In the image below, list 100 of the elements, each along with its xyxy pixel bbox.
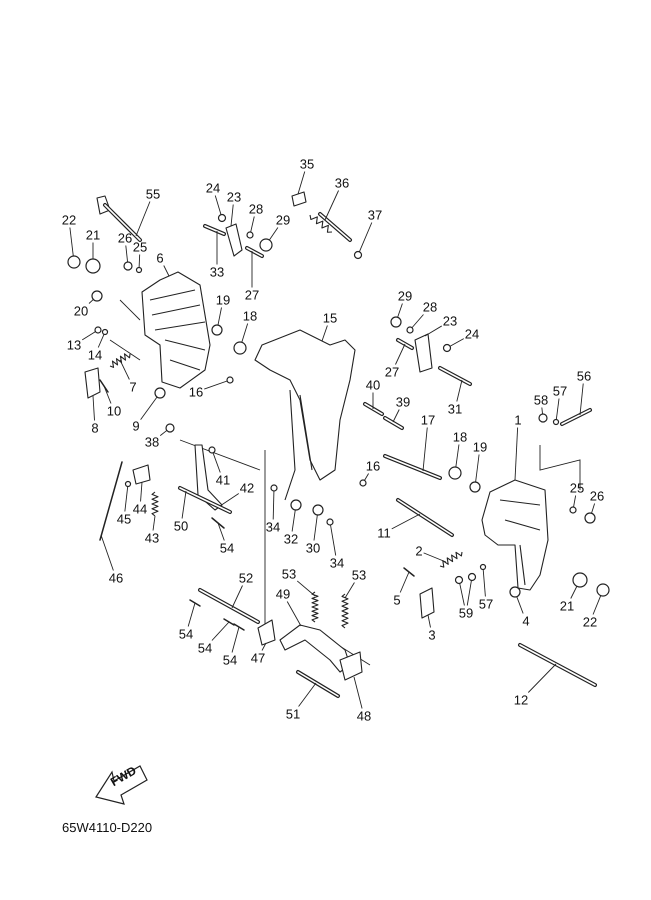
leader-line (412, 314, 424, 328)
callout-number: 46 (108, 572, 124, 584)
swivel-bracket (254, 329, 356, 501)
pin (203, 224, 226, 236)
plate (257, 619, 276, 646)
washer (136, 266, 142, 274)
callout-number: 21 (560, 600, 574, 612)
leader-line (400, 572, 410, 593)
leader-line (482, 569, 486, 597)
nut (123, 261, 133, 271)
nut (572, 572, 588, 588)
spring (440, 552, 463, 568)
leader-line (220, 493, 240, 506)
callout-number: 26 (118, 232, 132, 244)
callout-number: 51 (286, 708, 300, 720)
bushing (312, 504, 324, 516)
pin (178, 486, 232, 514)
leader-line (570, 586, 578, 599)
knob (259, 238, 273, 252)
callout-number: 57 (552, 384, 568, 398)
leader-line (450, 338, 464, 347)
callout-number: 55 (146, 188, 160, 200)
callout-number: 11 (377, 526, 391, 540)
callout-number: 24 (464, 328, 480, 340)
callout-number: 5 (393, 594, 401, 606)
callout-number: 6 (156, 252, 164, 264)
leader-line (514, 427, 518, 480)
callout-number: 2 (415, 544, 423, 558)
callout-number: 25 (132, 240, 148, 254)
bolt (518, 643, 597, 687)
leader-line (268, 227, 278, 240)
leader-line (397, 303, 403, 318)
pin (189, 599, 201, 607)
link-plate (225, 223, 243, 257)
leader-line (204, 380, 228, 390)
callout-number: 39 (396, 396, 410, 408)
leader-line (214, 195, 222, 216)
knob (390, 316, 402, 328)
washer (102, 328, 108, 336)
callout-number: 14 (88, 348, 102, 362)
pin (363, 402, 384, 416)
washer (211, 324, 223, 336)
leader-line (125, 245, 128, 262)
leader-line (423, 552, 446, 562)
callout-number: 19 (216, 294, 230, 306)
callout-number: 13 (66, 338, 82, 352)
leader-line (592, 595, 602, 615)
callout-number: 56 (576, 370, 592, 382)
pin (438, 366, 472, 386)
leader-line (392, 409, 400, 422)
block (291, 191, 307, 207)
leader-line (218, 307, 222, 326)
callout-number: 7 (129, 380, 137, 394)
link-plate (414, 333, 433, 373)
callout-number: 17 (420, 414, 436, 426)
washer (552, 418, 560, 426)
washer (538, 413, 548, 423)
pin (245, 246, 264, 258)
collar (596, 583, 610, 597)
leader-line (528, 664, 556, 693)
shaft (383, 454, 442, 480)
bracket (141, 271, 211, 389)
leader-line (516, 596, 524, 614)
callout-number: 36 (334, 176, 350, 190)
leader-line (344, 582, 355, 598)
washer (442, 344, 452, 352)
callout-number: 20 (74, 304, 88, 318)
bolt (560, 408, 592, 426)
callout-number: 24 (206, 182, 220, 194)
leader-line (298, 682, 316, 707)
bolt (359, 479, 367, 487)
leader-line (395, 344, 406, 365)
nut (94, 326, 102, 334)
leader-line (296, 580, 316, 596)
leader-line (324, 190, 339, 220)
callout-number: 23 (442, 314, 458, 328)
callout-number: 19 (472, 440, 488, 454)
callout-number: 34 (266, 520, 280, 534)
callout-number: 41 (216, 474, 230, 486)
callout-number: 53 (352, 568, 366, 582)
grommet (509, 586, 521, 598)
plate (339, 651, 363, 681)
callout-number: 29 (276, 214, 290, 226)
leader-line (88, 298, 94, 304)
crank-rod (309, 212, 352, 242)
callout-number: 27 (244, 288, 260, 302)
callout-number: 4 (522, 614, 530, 628)
nut (85, 258, 101, 274)
callout-number: 54 (222, 654, 238, 666)
shaft (396, 498, 454, 537)
leader-line (232, 626, 240, 653)
washer (469, 481, 481, 493)
leader-line (69, 227, 74, 256)
leader-line (292, 510, 296, 532)
callout-number: 32 (284, 532, 298, 546)
leader-line (422, 427, 428, 472)
washer (406, 326, 414, 334)
leader-line (124, 486, 128, 512)
callout-number: 22 (62, 214, 76, 226)
callout-number: 33 (210, 266, 224, 278)
